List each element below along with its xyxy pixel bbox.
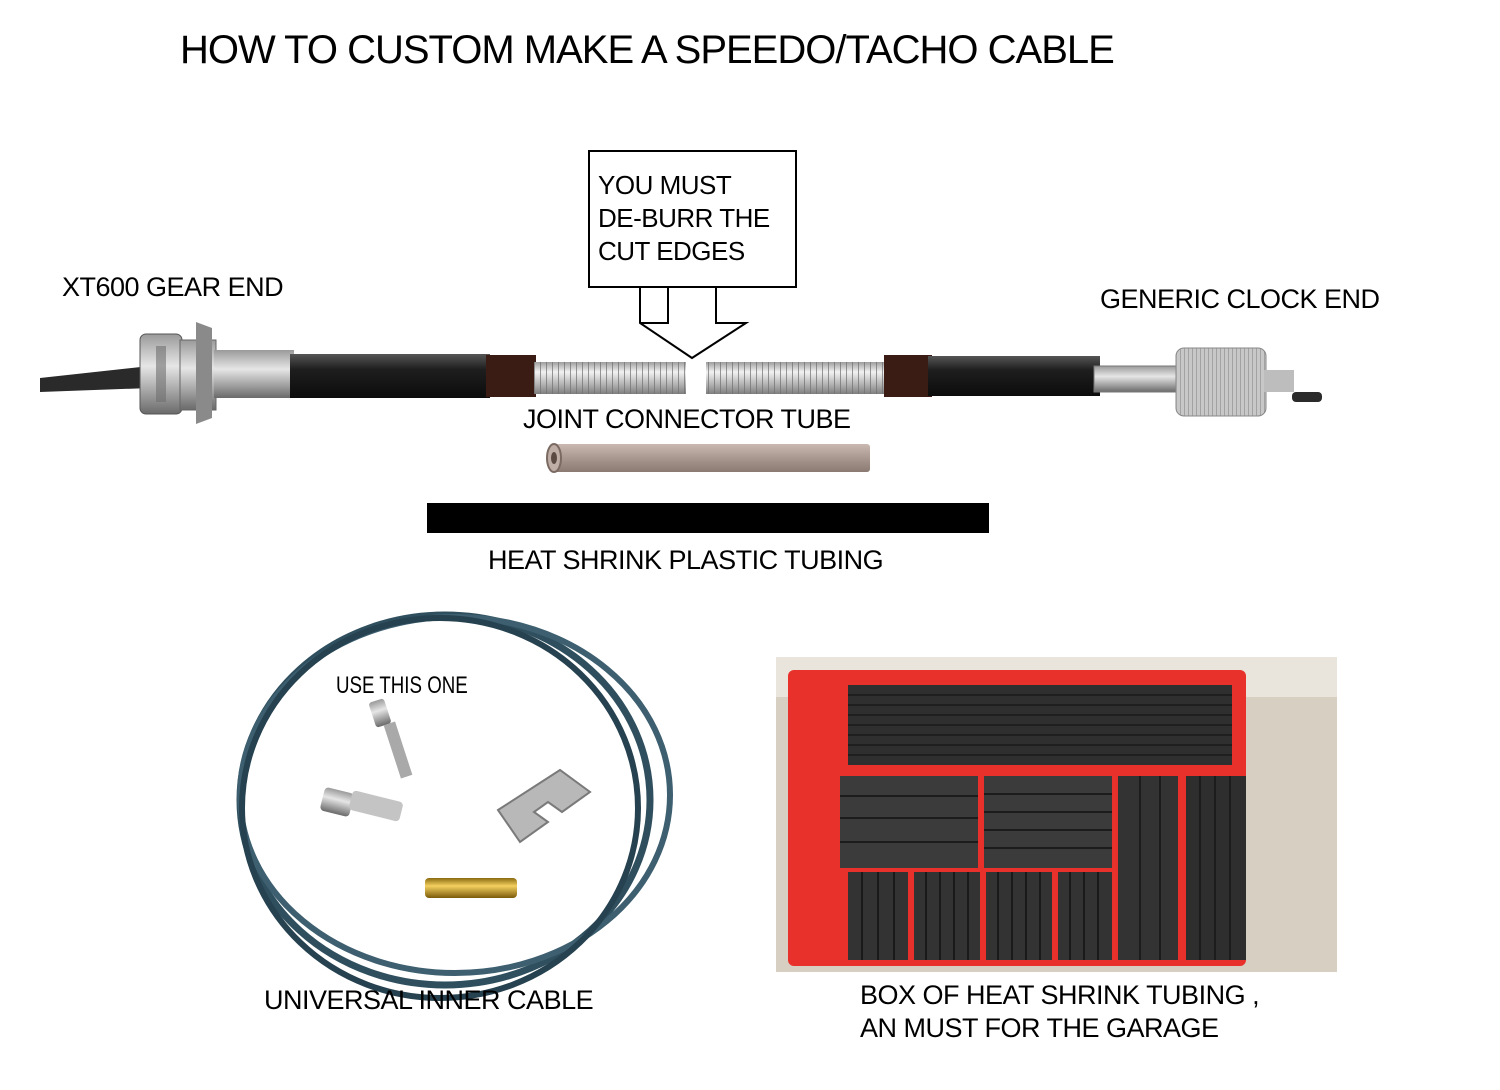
gear-end-inner-wire [40, 366, 150, 392]
heat-shrink-box [776, 657, 1337, 972]
cable-end-pin-use-this [369, 698, 413, 779]
box-label-line-1: BOX OF HEAT SHRINK TUBING , [860, 980, 1260, 1010]
xt600-gear-end-fitting [139, 322, 294, 424]
brass-ferrule [425, 878, 517, 898]
cable-end-nipple [320, 787, 403, 822]
joint-tube-label: JOINT CONNECTOR TUBE [523, 404, 851, 434]
heat-shrink-label: HEAT SHRINK PLASTIC TUBING [488, 545, 884, 575]
callout-line-1: YOU MUST [598, 170, 732, 200]
joint-connector-tube [546, 443, 870, 473]
right-sheath-end [884, 355, 932, 397]
retaining-clip [496, 768, 592, 844]
right-outer-sheath [928, 356, 1100, 396]
callout-arrow [639, 288, 750, 360]
page-title: HOW TO CUSTOM MAKE A SPEEDO/TACHO CABLE [180, 28, 1115, 72]
use-this-one-label: USE THIS ONE [336, 672, 468, 699]
callout-line-3: CUT EDGES [598, 236, 745, 266]
speedo-cable-assembly [40, 322, 1322, 424]
heat-shrink-tubing-bar [427, 503, 989, 533]
gear-end-label: XT600 GEAR END [62, 272, 284, 302]
generic-clock-end-fitting [1093, 347, 1322, 417]
left-outer-sheath [290, 354, 490, 398]
left-sheath-end [486, 355, 536, 397]
clock-end-label: GENERIC CLOCK END [1100, 284, 1380, 314]
universal-inner-cable-coil [236, 611, 673, 1001]
right-coil-housing [706, 362, 890, 394]
deburr-callout-box: YOU MUST DE-BURR THE CUT EDGES [588, 150, 797, 288]
universal-cable-label: UNIVERSAL INNER CABLE [264, 985, 594, 1015]
left-coil-housing [534, 362, 686, 394]
box-label-line-2: AN MUST FOR THE GARAGE [860, 1013, 1219, 1043]
callout-line-2: DE-BURR THE [598, 203, 770, 233]
